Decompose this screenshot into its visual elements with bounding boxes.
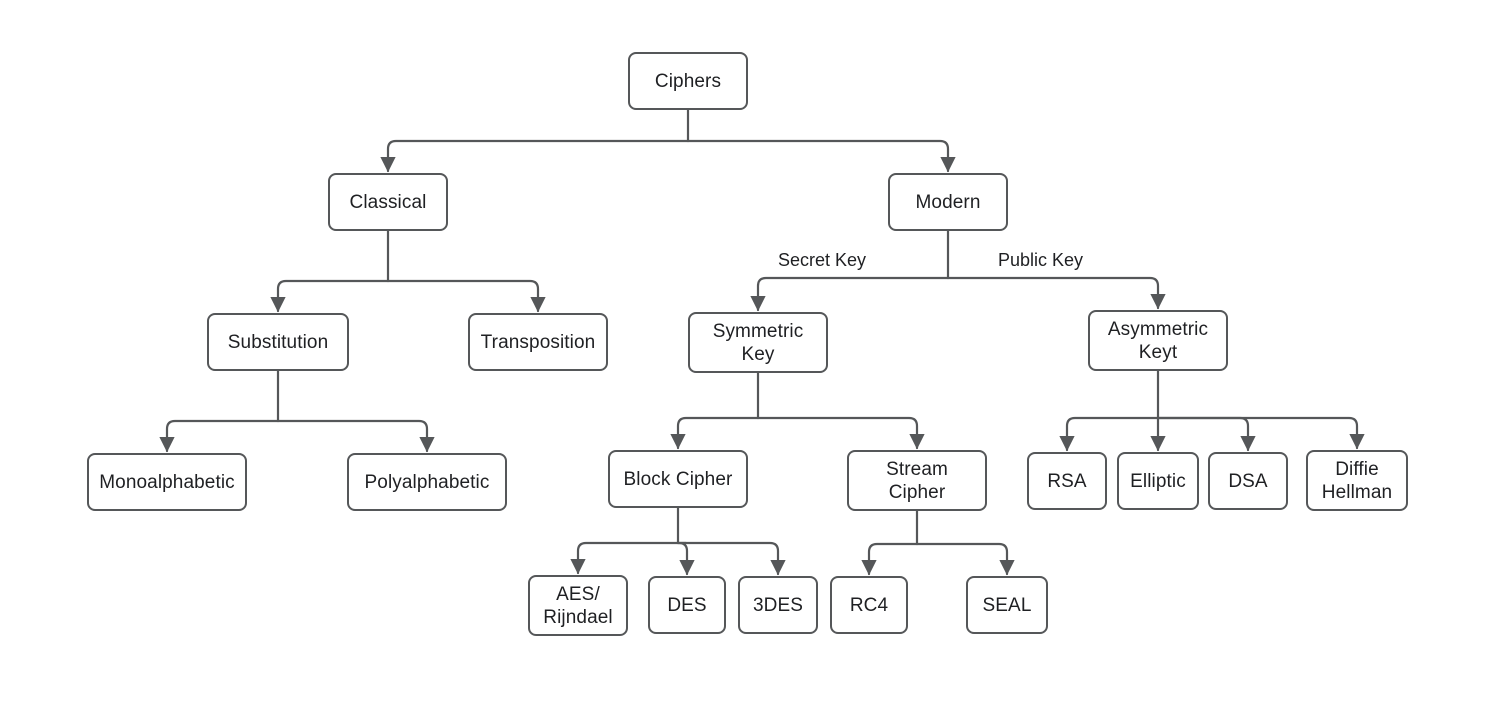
node-symmetric-key[interactable]: Symmetric Key xyxy=(688,312,828,373)
connector xyxy=(1156,416,1365,450)
connector xyxy=(750,276,950,312)
connector xyxy=(570,541,680,575)
connector xyxy=(270,279,390,313)
connector xyxy=(756,416,925,450)
node-transposition[interactable]: Transposition xyxy=(468,313,608,371)
node-substitution[interactable]: Substitution xyxy=(207,313,349,371)
connector xyxy=(380,139,690,173)
node-rsa[interactable]: RSA xyxy=(1027,452,1107,510)
node-stream-cipher[interactable]: Stream Cipher xyxy=(847,450,987,511)
node-3des[interactable]: 3DES xyxy=(738,576,818,634)
node-ciphers[interactable]: Ciphers xyxy=(628,52,748,110)
connector xyxy=(861,542,919,576)
edge-label-secret-key: Secret Key xyxy=(775,250,870,271)
connector xyxy=(159,419,280,453)
connector xyxy=(676,541,786,576)
node-block-cipher[interactable]: Block Cipher xyxy=(608,450,748,508)
node-monoalphabetic[interactable]: Monoalphabetic xyxy=(87,453,247,511)
edge-label-public-key: Public Key xyxy=(995,250,1087,271)
node-seal[interactable]: SEAL xyxy=(966,576,1048,634)
node-polyalphabetic[interactable]: Polyalphabetic xyxy=(347,453,507,511)
connector xyxy=(670,416,760,450)
node-asymmetric-key[interactable]: Asymmetric Keyt xyxy=(1088,310,1228,371)
connector xyxy=(386,279,546,313)
node-des[interactable]: DES xyxy=(648,576,726,634)
node-classical[interactable]: Classical xyxy=(328,173,448,231)
node-aes-rijndael[interactable]: AES/ Rijndael xyxy=(528,575,628,636)
connector xyxy=(276,419,435,453)
connector xyxy=(946,276,1166,310)
node-dsa[interactable]: DSA xyxy=(1208,452,1288,510)
connector xyxy=(686,139,956,173)
connector xyxy=(1059,416,1160,452)
node-modern[interactable]: Modern xyxy=(888,173,1008,231)
connector xyxy=(676,541,695,576)
connector xyxy=(915,542,1015,576)
node-rc4[interactable]: RC4 xyxy=(830,576,908,634)
node-diffie-hellman[interactable]: Diffie Hellman xyxy=(1306,450,1408,511)
connector xyxy=(1156,416,1256,452)
node-elliptic[interactable]: Elliptic xyxy=(1117,452,1199,510)
